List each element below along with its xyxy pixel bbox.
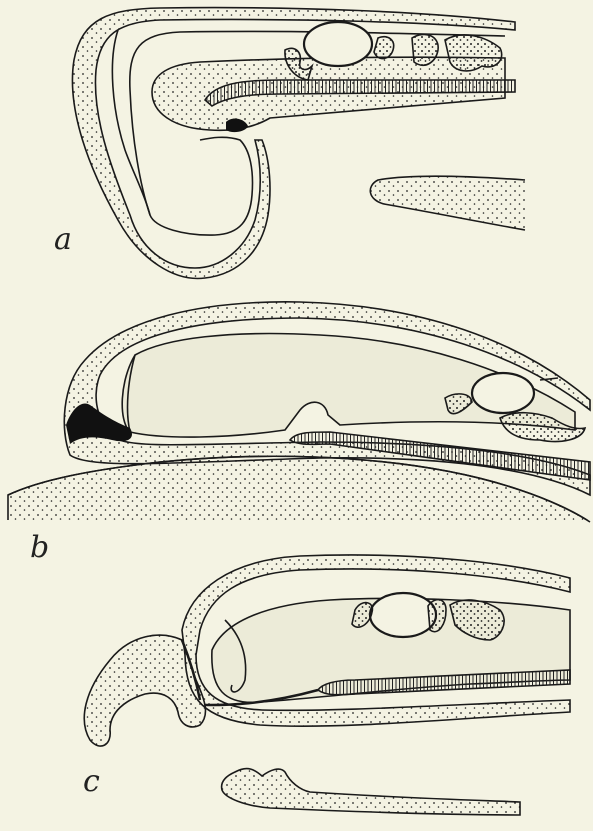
panel-a-drawing bbox=[72, 8, 525, 279]
panel-b-oval bbox=[472, 373, 534, 413]
panel-c-lower-fragment bbox=[222, 769, 520, 815]
panel-b-drawing bbox=[0, 302, 593, 550]
panel-c-drawing bbox=[84, 555, 570, 815]
panel-label-a: a bbox=[54, 222, 72, 257]
panel-a-bud bbox=[370, 176, 525, 230]
panel-a-oval bbox=[304, 22, 372, 66]
panel-label-c: c bbox=[83, 764, 100, 799]
panel-c-oval bbox=[370, 593, 436, 637]
panel-label-b: b bbox=[30, 530, 49, 565]
